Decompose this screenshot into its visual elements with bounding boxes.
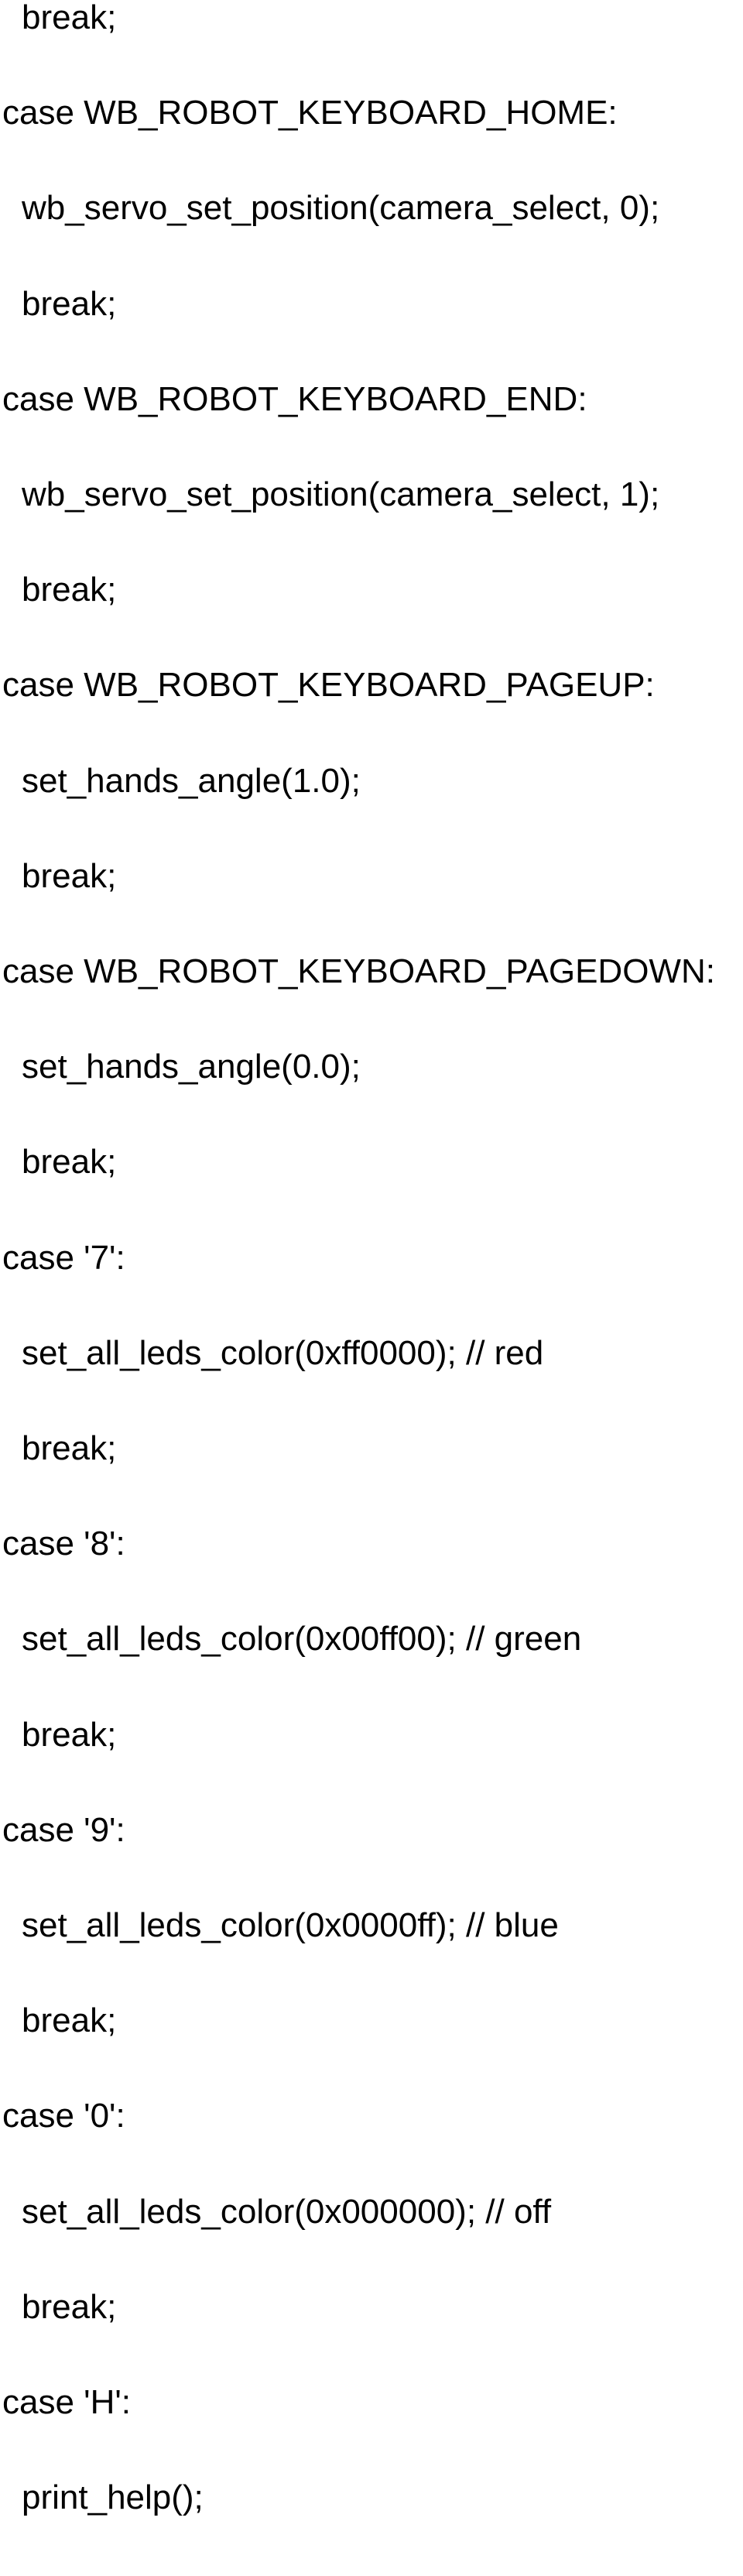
code-line-case-end: case WB_ROBOT_KEYBOARD_END: [2, 380, 587, 418]
code-line-leds-blue: set_all_leds_color(0x0000ff); // blue [22, 1906, 559, 1944]
code-line-break: break; [22, 857, 117, 895]
code-line-break: break; [22, 1429, 117, 1467]
code-line-leds-green: set_all_leds_color(0x00ff00); // green [22, 1620, 582, 1658]
code-line-break: break; [22, 1143, 117, 1181]
code-line-case-9: case '9': [2, 1811, 125, 1849]
code-line-hands-angle-1: set_hands_angle(1.0); [22, 762, 361, 800]
code-line-break: break; [22, 571, 117, 609]
code-line-break: break; [22, 0, 117, 36]
code-line-leds-red: set_all_leds_color(0xff0000); // red [22, 1334, 544, 1372]
code-line-case-0: case '0': [2, 2097, 125, 2135]
code-line-break: break; [22, 2288, 117, 2326]
code-line-case-8: case '8': [2, 1525, 125, 1562]
code-line-case-home: case WB_ROBOT_KEYBOARD_HOME: [2, 94, 618, 132]
code-line-break: break; [22, 2001, 117, 2039]
code-line-case-7: case '7': [2, 1239, 125, 1277]
code-line-case-h: case 'H': [2, 2383, 131, 2421]
code-line-case-pagedown: case WB_ROBOT_KEYBOARD_PAGEDOWN: [2, 952, 715, 990]
code-line-servo-position-0: wb_servo_set_position(camera_select, 0); [22, 189, 660, 227]
code-line-hands-angle-0: set_hands_angle(0.0); [22, 1048, 361, 1086]
code-line-leds-off: set_all_leds_color(0x000000); // off [22, 2193, 552, 2231]
code-line-break: break; [22, 285, 117, 323]
code-line-print-help: print_help(); [22, 2478, 204, 2516]
code-line-servo-position-1: wb_servo_set_position(camera_select, 1); [22, 475, 660, 513]
code-line-break: break; [22, 1716, 117, 1754]
code-line-case-pageup: case WB_ROBOT_KEYBOARD_PAGEUP: [2, 666, 655, 704]
